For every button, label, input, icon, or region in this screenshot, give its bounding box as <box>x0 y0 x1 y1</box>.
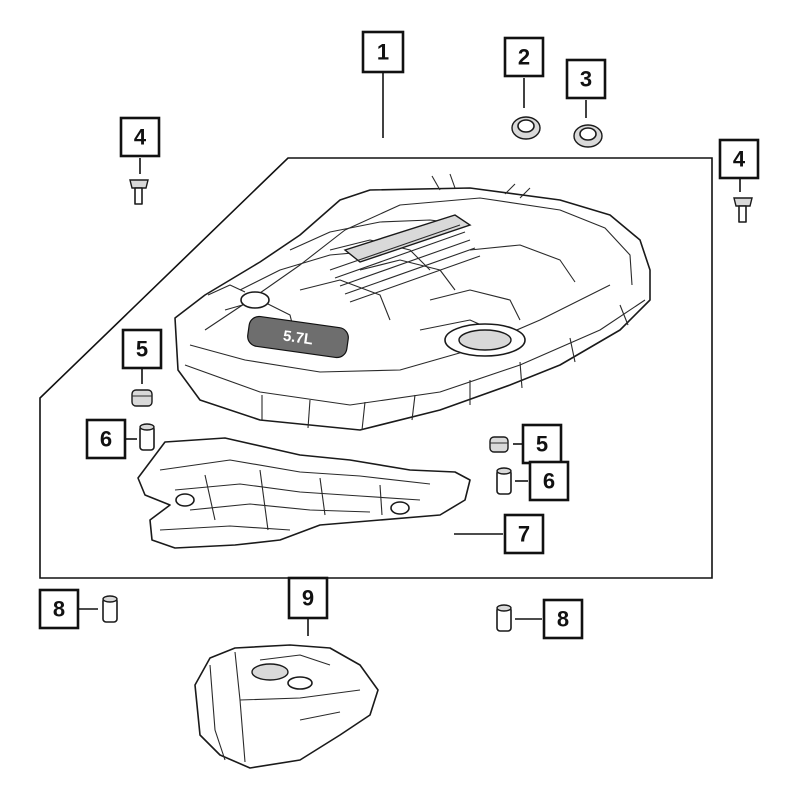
callout-2: 2 <box>503 36 545 78</box>
svg-text:6: 6 <box>100 427 112 452</box>
svg-text:5: 5 <box>136 337 148 362</box>
svg-text:4: 4 <box>733 147 746 172</box>
callout-1: 1 <box>361 30 405 74</box>
callout-5-right: 5 <box>521 423 563 465</box>
spacer-part-6-left <box>139 423 155 451</box>
callout-8-left: 8 <box>38 588 80 630</box>
callout-8-right: 8 <box>542 598 584 640</box>
callout-5-left: 5 <box>121 328 163 370</box>
svg-text:7: 7 <box>518 522 530 547</box>
grommet-part-3 <box>573 124 603 148</box>
callout-3: 3 <box>565 58 607 100</box>
insulator-part-9 <box>194 644 379 769</box>
bracket-part-7 <box>137 437 471 549</box>
svg-text:8: 8 <box>53 597 65 622</box>
callout-7: 7 <box>503 513 545 555</box>
svg-text:6: 6 <box>543 469 555 494</box>
callout-9: 9 <box>287 576 329 620</box>
assembly-frame <box>39 157 713 579</box>
svg-text:4: 4 <box>134 125 147 150</box>
bolt-part-4-right <box>733 197 753 223</box>
callout-4-left: 4 <box>119 116 161 158</box>
engine-cover-emblem: 5.7L <box>282 327 314 348</box>
svg-text:2: 2 <box>518 45 530 70</box>
callout-6-left: 6 <box>85 418 127 460</box>
spacer-part-6-right <box>496 467 512 495</box>
bolt-part-4-left <box>129 179 149 205</box>
svg-text:3: 3 <box>580 67 592 92</box>
svg-text:1: 1 <box>377 40 389 65</box>
isolator-part-5-left <box>131 389 153 407</box>
spacer-part-8-left <box>102 595 118 623</box>
spacer-part-8-right <box>496 604 512 632</box>
isolator-part-5-right <box>489 436 509 453</box>
grommet-part-2 <box>511 116 541 140</box>
svg-text:5: 5 <box>536 432 548 457</box>
callout-4-right: 4 <box>718 138 760 180</box>
svg-text:9: 9 <box>302 586 314 611</box>
engine-cover-part: 5.7L <box>174 173 651 431</box>
svg-text:8: 8 <box>557 607 569 632</box>
callout-6-right: 6 <box>528 460 570 502</box>
